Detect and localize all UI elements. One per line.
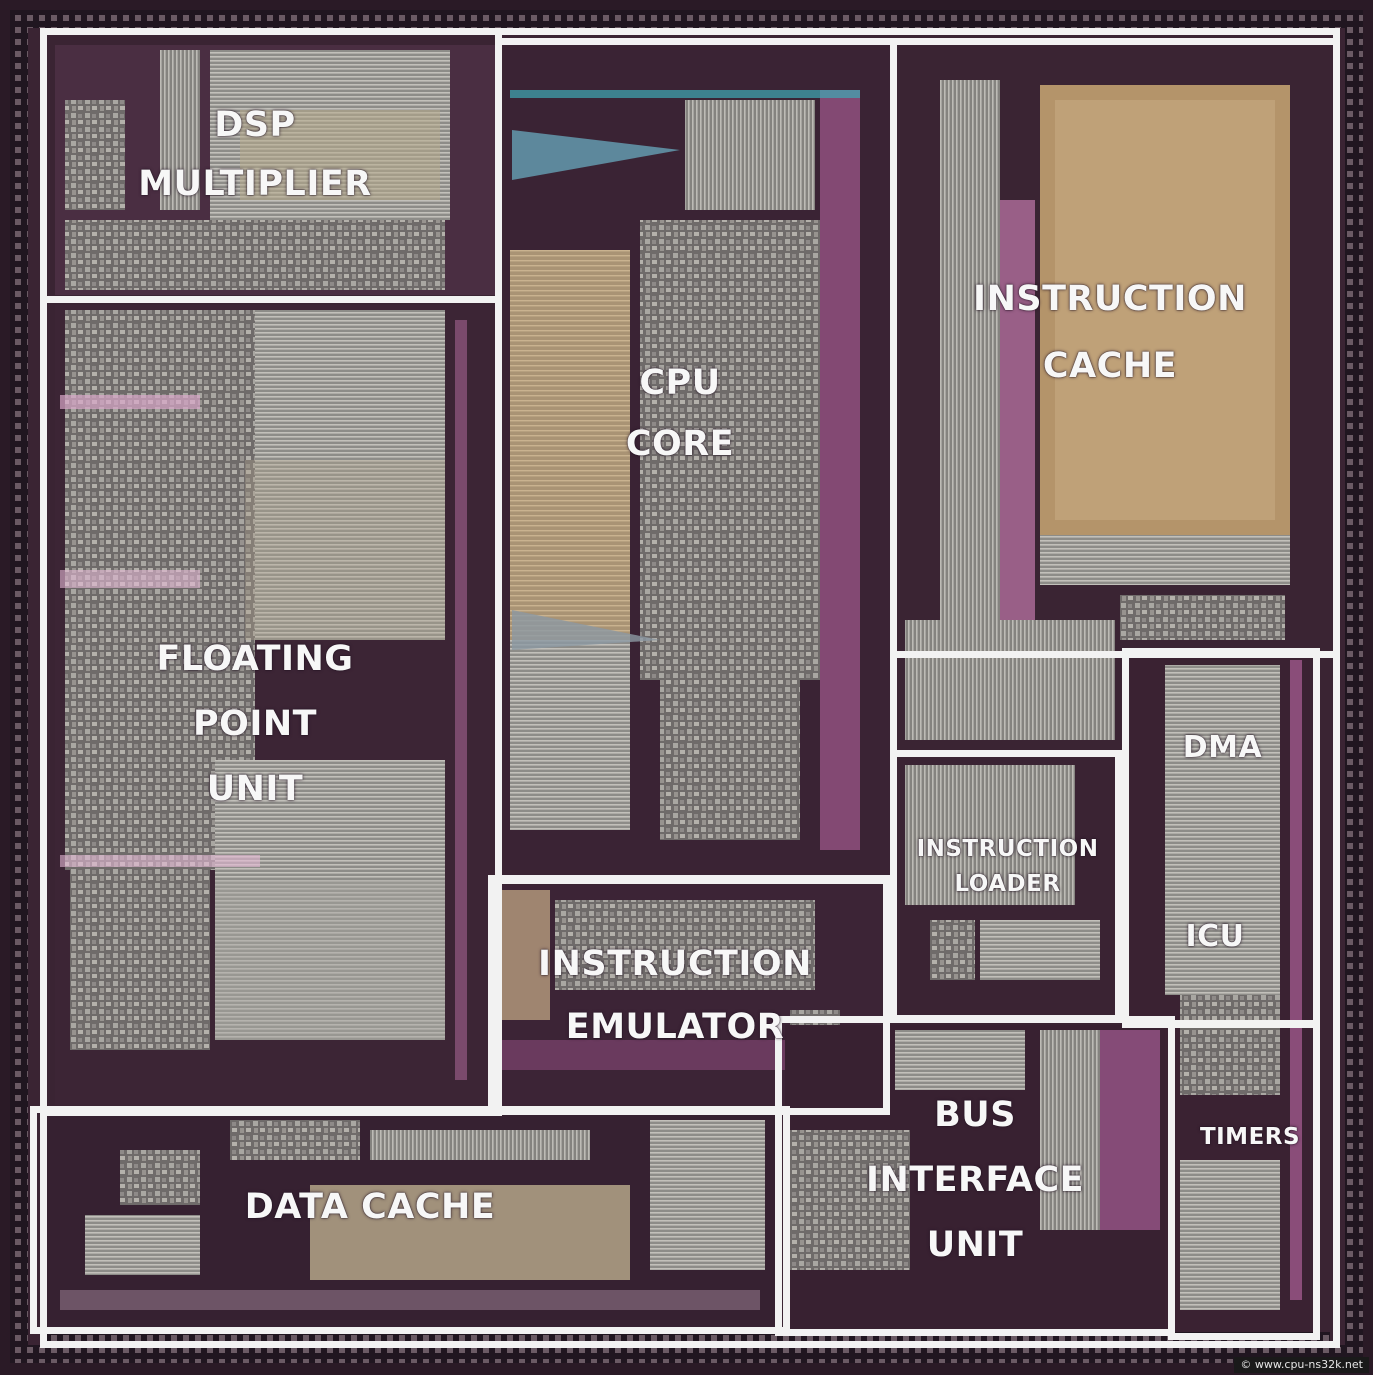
instruction-emulator-label: INSTRUCTION EMULATOR <box>538 944 812 1047</box>
floating-point-unit-label: FLOATING POINT UNIT <box>156 639 354 809</box>
bus-interface-unit-label: BUS INTERFACE UNIT <box>865 1095 1085 1265</box>
instruction-cache-label: INSTRUCTION CACHE <box>973 279 1247 386</box>
credit-watermark: © www.cpu-ns32k.net <box>1234 1357 1369 1373</box>
cpu-core-label: CPU CORE <box>625 363 735 464</box>
dsp-multiplier-label: DSP MULTIPLIER <box>138 105 372 204</box>
instruction-loader-label: INSTRUCTION LOADER <box>916 836 1099 897</box>
data-cache-label: DATA CACHE <box>244 1187 496 1227</box>
dma-label: DMA <box>1182 730 1263 765</box>
icu-label: ICU <box>1185 919 1245 954</box>
timers-label: TIMERS <box>1199 1124 1301 1150</box>
